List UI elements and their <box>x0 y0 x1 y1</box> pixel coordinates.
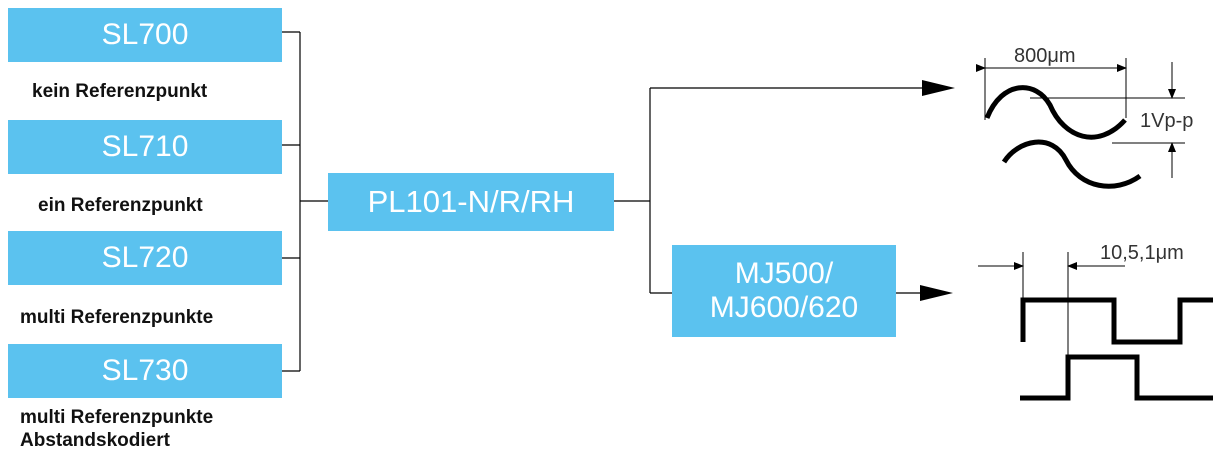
resolution-label: 10,5,1μm <box>1100 242 1184 264</box>
interpolator-box: MJ500/ MJ600/620 <box>672 245 896 337</box>
readhead-output-lines <box>614 88 672 294</box>
analog-arrowhead <box>922 80 955 96</box>
amplitude-label: 1Vp-p <box>1140 110 1193 132</box>
scale-caption-sl700: kein Referenzpunkt <box>32 81 208 102</box>
scale-box-sl720: SL720 <box>8 231 282 285</box>
analog-sine-signal: 800μm 1Vp-p <box>976 45 1193 189</box>
scale-caption-sl710: ein Referenzpunkt <box>38 195 203 216</box>
scale-box-sl700: SL700 <box>8 8 282 62</box>
scale-bracket <box>282 31 328 372</box>
period-label: 800μm <box>1014 45 1076 67</box>
scale-caption-sl720: multi Referenzpunkte <box>20 307 214 328</box>
scale-caption-sl730: multi Referenzpunkte Abstandskodiert <box>20 407 214 451</box>
digital-square-signal: 10,5,1μm <box>978 242 1213 401</box>
digital-arrowhead <box>920 285 953 301</box>
readhead-box: PL101-N/R/RH <box>328 173 614 231</box>
scale-box-sl710: SL710 <box>8 120 282 174</box>
scale-box-sl730: SL730 <box>8 344 282 398</box>
